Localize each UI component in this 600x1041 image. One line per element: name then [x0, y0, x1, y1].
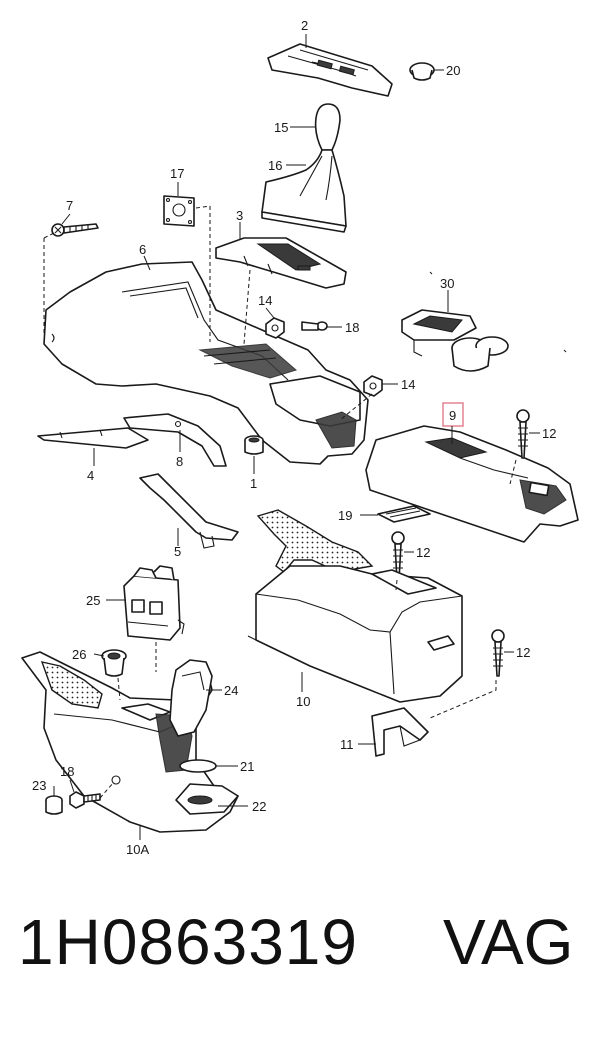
part-14-nut-right: [363, 375, 383, 397]
highlight-box-part-9: [442, 402, 464, 427]
callout-12-c: 12: [516, 645, 530, 660]
callout-30: 30: [440, 276, 454, 291]
callout-14-upper: 14: [258, 293, 272, 308]
footer: 1H0863319 VAG: [0, 905, 600, 1025]
callout-2: 2: [301, 18, 308, 33]
assembly-lines: [43, 205, 567, 799]
callout-5: 5: [174, 544, 181, 559]
part-6-center-console: [43, 261, 369, 465]
part-1-bushing: [244, 435, 264, 455]
part-12-screw-a: [516, 409, 530, 459]
part-14-nut-upper: [265, 317, 285, 339]
callout-23: 23: [32, 778, 46, 793]
part-11-bracket: [371, 707, 429, 757]
callout-18-upper: 18: [345, 320, 359, 335]
callout-7: 7: [66, 198, 73, 213]
part-30-cup-holder: [401, 309, 509, 372]
part-17-gasket: [163, 195, 195, 227]
callout-17: 17: [170, 166, 184, 181]
callout-19: 19: [338, 508, 352, 523]
part-3-cover: [215, 237, 347, 289]
part-10-console-assembly: [247, 509, 463, 703]
callout-10: 10: [296, 694, 310, 709]
part-16-shift-boot: [261, 149, 347, 233]
part-9-rear-console: [365, 425, 579, 543]
part-5-bracket: [139, 473, 239, 549]
callout-11: 11: [340, 737, 354, 752]
callout-8: 8: [176, 454, 183, 469]
part-number: 1H0863319: [18, 906, 358, 978]
callout-26: 26: [72, 647, 86, 662]
part-2-shift-trim-plate: [267, 43, 393, 97]
callout-24: 24: [224, 683, 238, 698]
part-7-screw: [51, 223, 99, 237]
exploded-parts-diagram: 2 20 15 16 17 7 3 6 30 14 18 14 9 12 4 8…: [21, 18, 579, 857]
callout-21: 21: [240, 759, 254, 774]
callout-18-lower: 18: [60, 764, 74, 779]
callout-15: 15: [274, 120, 288, 135]
callout-12-a: 12: [542, 426, 556, 441]
brand-name: VAG: [443, 906, 574, 978]
part-15-shift-knob: [314, 103, 341, 151]
callout-12-b: 12: [416, 545, 430, 560]
part-12-screw-c: [491, 629, 505, 677]
callout-22: 22: [252, 799, 266, 814]
callout-14-right: 14: [401, 377, 415, 392]
part-19-pad: [377, 505, 431, 523]
callout-20: 20: [446, 63, 460, 78]
part-4-bracket: [37, 427, 149, 449]
callout-1: 1: [250, 476, 257, 491]
callout-10a: 10A: [126, 842, 149, 857]
part-23-cap: [45, 795, 63, 815]
part-18-screw-lower: [69, 791, 101, 809]
part-25-switch-housing: [123, 565, 185, 641]
part-20-plug: [409, 62, 435, 81]
callout-6: 6: [139, 242, 146, 257]
callout-16: 16: [268, 158, 282, 173]
part-26-cap: [101, 649, 127, 677]
part-24-armrest-lid: [169, 659, 213, 737]
part-18-screw-upper: [301, 321, 328, 331]
callout-labels: 2 20 15 16 17 7 3 6 30 14 18 14 9 12 4 8…: [32, 18, 556, 857]
callout-3: 3: [236, 208, 243, 223]
part-8-trim-strip: [123, 413, 227, 467]
callout-4: 4: [87, 468, 94, 483]
leader-lines: [53, 34, 540, 840]
callout-9: 9: [449, 408, 456, 423]
callout-25: 25: [86, 593, 100, 608]
